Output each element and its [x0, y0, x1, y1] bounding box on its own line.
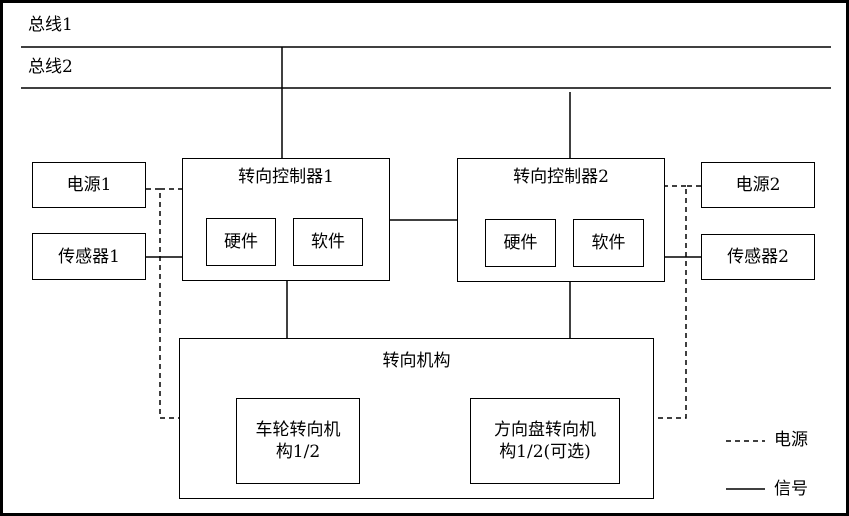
controller2-title: 转向控制器2	[513, 167, 609, 187]
wheel-steering-label-line2: 构1/2	[275, 442, 321, 462]
power1-box: 电源1	[32, 162, 146, 208]
sensor1-box: 传感器1	[32, 233, 146, 280]
controller2-software-box: 软件	[573, 219, 644, 267]
connection-lines	[21, 46, 831, 490]
controller1-title: 转向控制器1	[238, 167, 334, 187]
controller2-hardware-box: 硬件	[485, 219, 556, 267]
steering-wheel-box: 方向盘转向机 构1/2(可选)	[470, 398, 620, 484]
power2-box: 电源2	[701, 162, 815, 208]
legend-power-label: 电源	[774, 430, 808, 450]
bus-label-1: 总线1	[28, 15, 73, 35]
controller2-box: 转向控制器2 硬件 软件	[457, 158, 665, 282]
wheel-steering-label-line1: 车轮转向机	[255, 420, 341, 440]
steering-wheel-label-line2: 构1/2(可选)	[499, 442, 591, 462]
wheel-steering-box: 车轮转向机 构1/2	[236, 398, 360, 484]
controller1-hardware-box: 硬件	[206, 218, 276, 266]
mechanism-title: 转向机构	[382, 351, 451, 371]
sensor2-box: 传感器2	[701, 234, 815, 280]
power1-link	[146, 188, 183, 419]
power2-link	[653, 185, 701, 419]
controller1-software-box: 软件	[293, 218, 363, 266]
steering-wheel-label-line1: 方向盘转向机	[494, 420, 596, 440]
mechanism-box: 转向机构 车轮转向机 构1/2 方向盘转向机 构1/2(可选)	[179, 338, 654, 499]
bus-label-2: 总线2	[28, 57, 73, 77]
controller1-box: 转向控制器1 硬件 软件	[182, 158, 390, 281]
legend-signal-label: 信号	[774, 479, 808, 499]
